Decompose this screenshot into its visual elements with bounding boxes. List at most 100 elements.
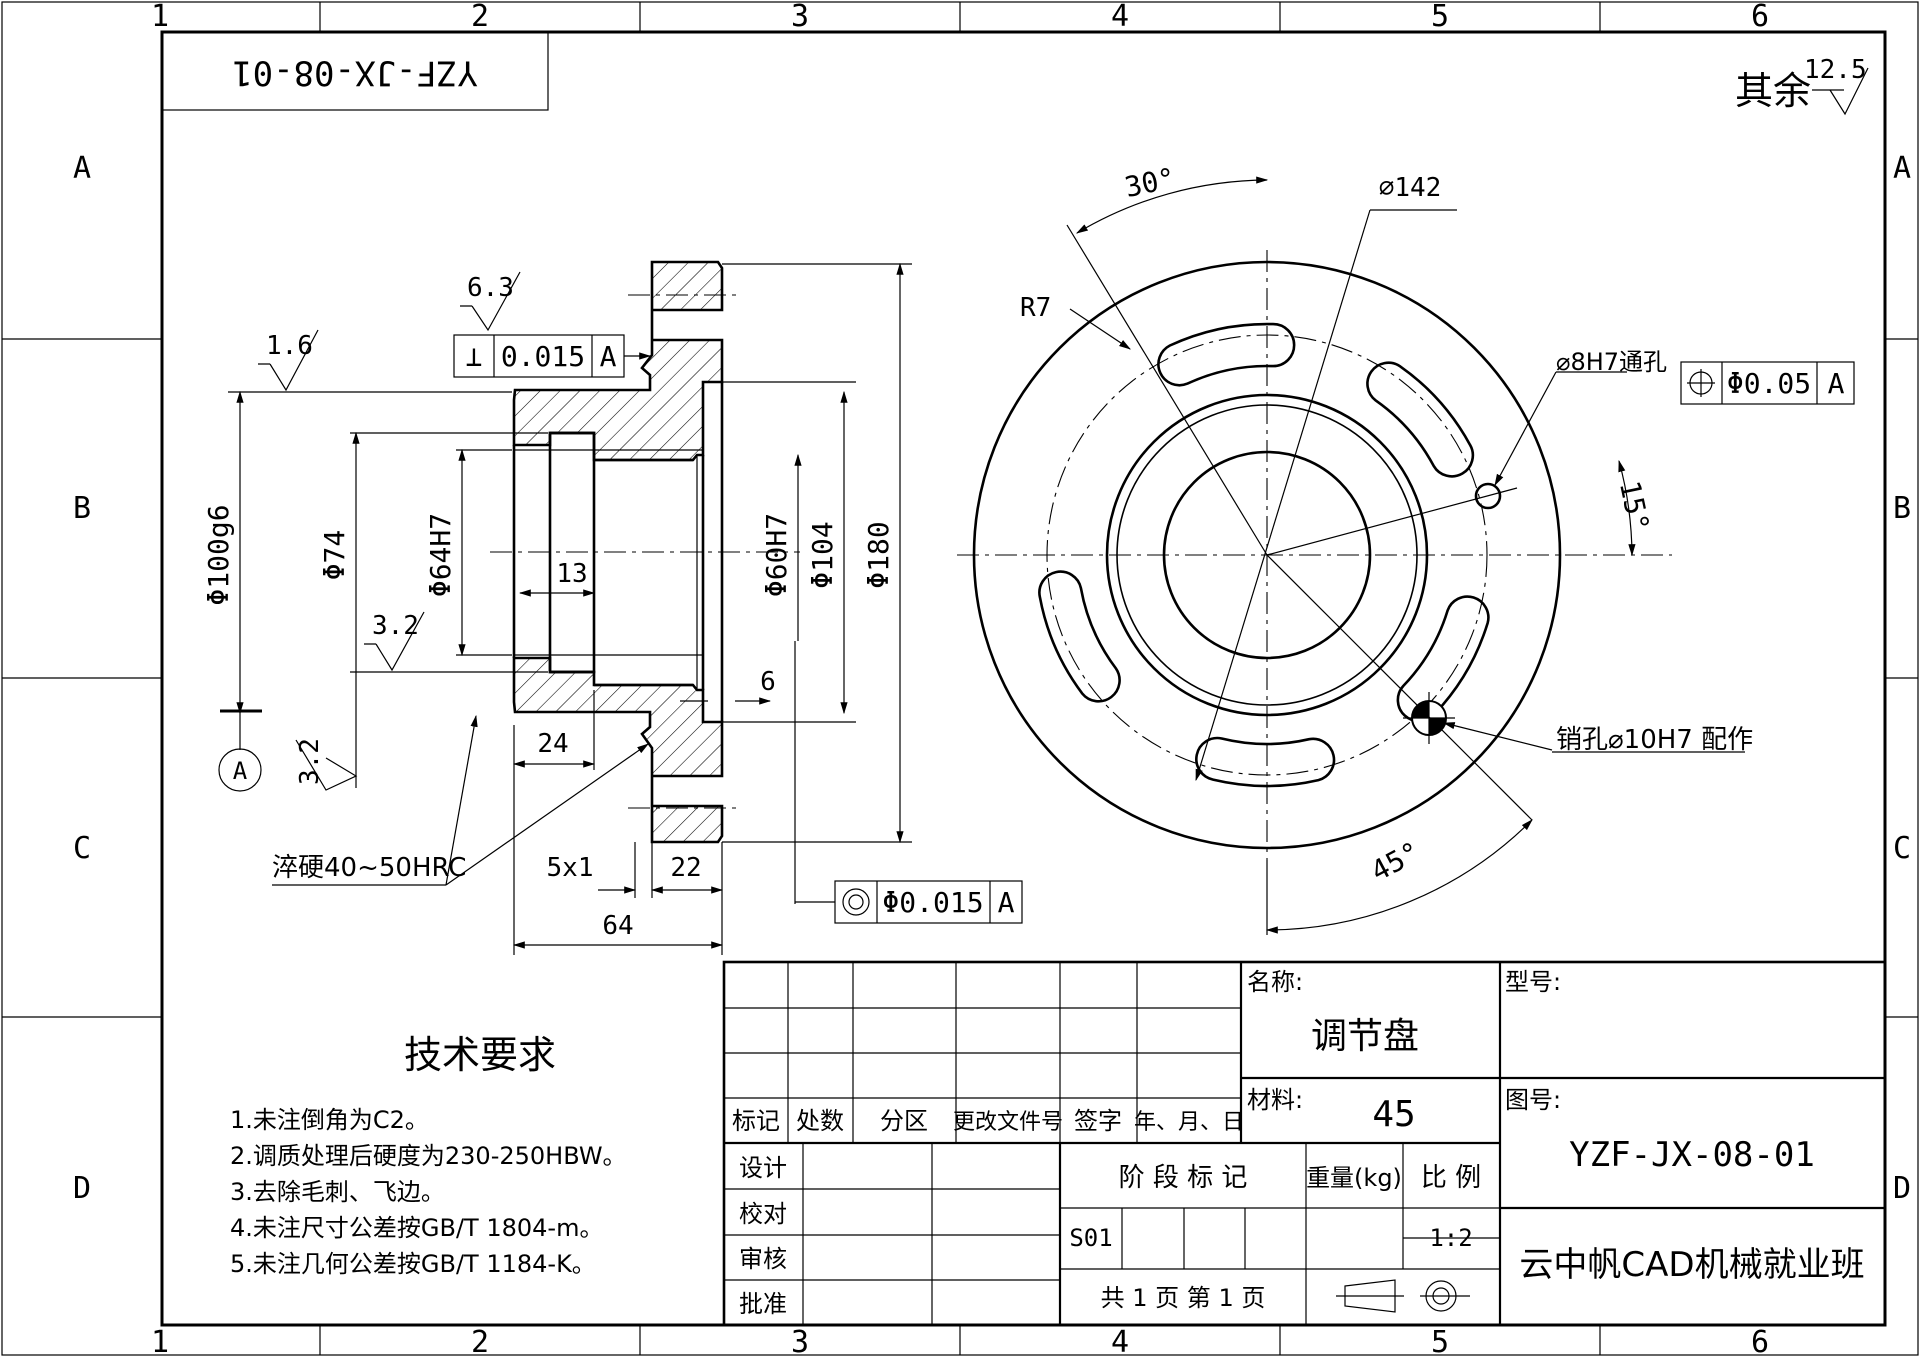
sheet-count: 共 1 页 第 1 页: [1101, 1284, 1266, 1312]
other-roughness-value: 12.5: [1804, 55, 1867, 85]
company-name: 云中帆CAD机械就业班: [1519, 1245, 1864, 1285]
angle-45: 45°: [1365, 835, 1425, 888]
scale-value: 1:2: [1429, 1224, 1472, 1252]
diameter-142: ⌀142: [1379, 173, 1442, 203]
roughness-3-2-a: 3.2: [372, 611, 419, 641]
angle-15: 15°: [1613, 478, 1656, 534]
zone-col-3-bottom: 3: [791, 1325, 809, 1357]
tech-requirements-title: 技术要求: [404, 1033, 556, 1077]
arc-slots: [1038, 322, 1490, 788]
perpendicularity-tolerance: 0.015: [501, 340, 585, 373]
zone-col-5-top: 5: [1431, 0, 1449, 34]
name-value: 调节盘: [1311, 1016, 1419, 1057]
zone-col-1-bottom: 1: [151, 1325, 169, 1357]
roughness-symbol-1-6: [258, 329, 319, 392]
roughness-symbol-6-3: [460, 271, 521, 332]
roughness-symbol-3-2-b: [295, 739, 358, 791]
roughness-symbol-3-2-a: [364, 611, 425, 672]
zone-col-6-top: 6: [1751, 0, 1769, 34]
dim-6: 6: [760, 667, 776, 697]
role-approve: 批准: [739, 1290, 787, 1318]
zone-row-a-left: A: [73, 151, 91, 186]
zone-row-d-left: D: [73, 1171, 91, 1206]
angle-30: 30°: [1122, 161, 1178, 204]
hardening-note: 淬硬40~50HRC: [272, 853, 466, 883]
material-label: 材料:: [1247, 1086, 1303, 1114]
drawing-number-stamp: YZF-JX-08-01: [161, 31, 549, 111]
roughness-3-2-b: 3.2: [295, 738, 325, 785]
roughness-1-6: 1.6: [266, 331, 313, 361]
section-view: 13 6 24 5x1 22 64 Φ100g6 Φ74 Φ64H7 Φ60H7…: [202, 260, 1023, 955]
drawing-no-value: YZF-JX-08-01: [1569, 1135, 1815, 1175]
rev-header-doc: 更改文件号: [953, 1110, 1063, 1135]
tech-requirements: 技术要求 1.未注倒角为C2。 2.调质处理后硬度为230-250HBW。 3.…: [230, 1033, 627, 1278]
zone-col-5-bottom: 5: [1431, 1325, 1449, 1357]
concentricity-datum: A: [998, 886, 1015, 919]
zone-row-b-left: B: [73, 491, 91, 526]
drawing-number-stamp-text: YZF-JX-08-01: [232, 53, 478, 93]
zone-row-c-right: C: [1893, 831, 1911, 866]
roughness-6-3: 6.3: [467, 273, 514, 303]
datum-a-symbol: A: [218, 709, 262, 792]
dim-d64h7: Φ64H7: [424, 513, 457, 597]
tech-requirement-3: 3.去除毛刺、飞边。: [230, 1178, 445, 1206]
dim-d74: Φ74: [318, 530, 351, 581]
role-design: 设计: [739, 1154, 787, 1182]
dim-d180: Φ180: [862, 521, 895, 588]
position-tolerance-datum: A: [1828, 367, 1845, 400]
stage-code: S01: [1069, 1224, 1112, 1252]
zone-row-a-right: A: [1893, 151, 1911, 186]
zone-row-c-left: C: [73, 831, 91, 866]
zone-row-d-right: D: [1893, 1171, 1911, 1206]
dim-d100g6: Φ100g6: [202, 504, 235, 605]
model-label: 型号:: [1505, 968, 1561, 996]
rev-header-zone: 分区: [880, 1107, 928, 1135]
tech-requirement-5: 5.未注几何公差按GB/T 1184-K。: [230, 1250, 596, 1278]
projection-symbol-icon: [1336, 1279, 1470, 1313]
material-value: 45: [1372, 1094, 1415, 1135]
radius-r7: R7: [1020, 293, 1051, 323]
perpendicularity-frame: ⊥ 0.015 A: [453, 334, 652, 378]
hole-8h7: [1474, 482, 1502, 510]
zone-col-4-bottom: 4: [1111, 1325, 1129, 1357]
zone-row-b-right: B: [1893, 491, 1911, 526]
zone-col-2-top: 2: [471, 0, 489, 34]
zone-col-4-top: 4: [1111, 0, 1129, 34]
tech-requirement-1: 1.未注倒角为C2。: [230, 1106, 429, 1134]
weight-label: 重量(kg): [1306, 1164, 1402, 1192]
rev-header-mark: 标记: [732, 1107, 780, 1135]
pin-hole-note: 销孔⌀10H7 配作: [1556, 725, 1753, 755]
concentricity-frame: Φ0.015 A: [795, 880, 1023, 924]
front-view: [957, 176, 1672, 935]
perpendicularity-symbol: ⊥: [466, 340, 483, 373]
dim-5x1: 5x1: [547, 853, 594, 883]
drawing-no-label: 图号:: [1505, 1086, 1561, 1114]
other-roughness-label: 其余: [1735, 69, 1811, 113]
dim-d60h7: Φ60H7: [760, 513, 793, 597]
zone-labels: 1 2 3 4 5 6 1 2 3 4 5 6 A B C D A B C D: [73, 0, 1911, 1357]
perpendicularity-datum: A: [600, 340, 617, 373]
stage-label: 阶 段 标 记: [1119, 1163, 1248, 1193]
dim-64: 64: [602, 911, 633, 941]
rev-header-sign: 签字: [1074, 1107, 1122, 1135]
role-check: 校对: [739, 1200, 787, 1228]
zone-col-2-bottom: 2: [471, 1325, 489, 1357]
zone-col-3-top: 3: [791, 0, 809, 34]
tech-requirement-2: 2.调质处理后硬度为230-250HBW。: [230, 1142, 627, 1170]
title-block: 标记 处数 分区 更改文件号 签字 年、月、日 设计 校对 审核 批准 名称: …: [722, 960, 1887, 1327]
datum-a-label: A: [233, 757, 248, 785]
dim-d104: Φ104: [806, 521, 839, 588]
tech-requirement-4: 4.未注尺寸公差按GB/T 1804-m。: [230, 1214, 603, 1242]
name-label: 名称:: [1247, 968, 1303, 996]
position-tolerance-value: Φ0.05: [1727, 367, 1811, 400]
dim-13: 13: [556, 559, 587, 589]
role-review: 审核: [739, 1245, 787, 1273]
dim-22: 22: [670, 853, 701, 883]
scale-label: 比 例: [1421, 1163, 1481, 1193]
dim-24: 24: [537, 729, 568, 759]
rev-header-count: 处数: [796, 1107, 844, 1135]
other-roughness: 其余 12.5: [1735, 55, 1869, 116]
hole-8h7-note: ⌀8H7通孔: [1556, 348, 1667, 376]
zone-col-1-top: 1: [151, 0, 169, 34]
